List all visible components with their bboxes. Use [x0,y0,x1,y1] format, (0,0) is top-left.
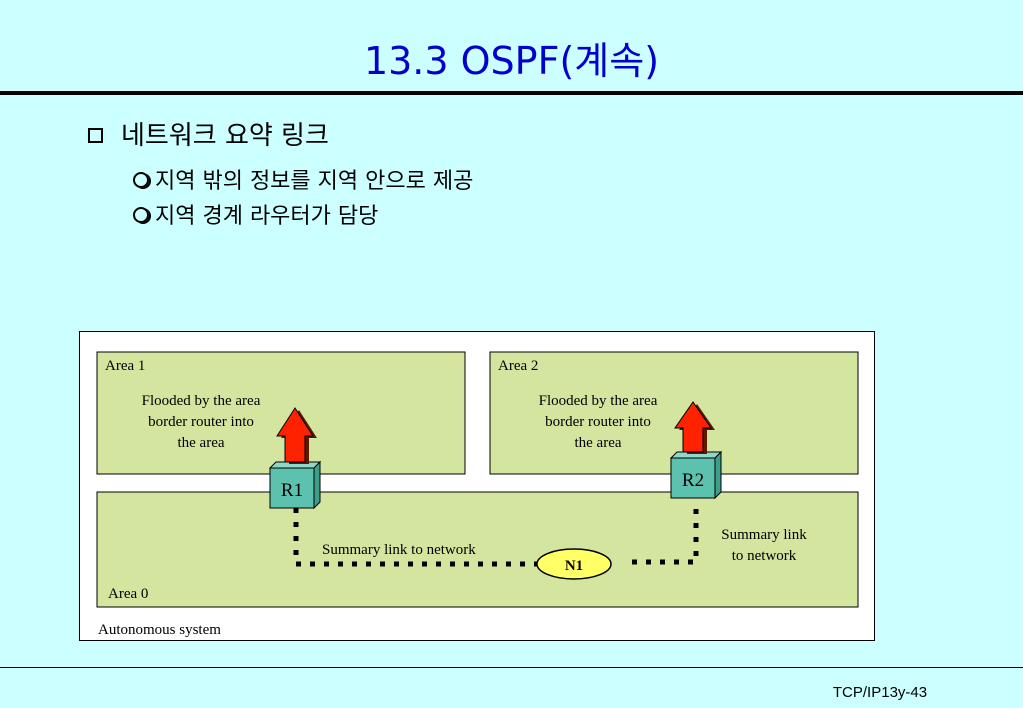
title-divider [0,91,1023,95]
area-1-box [96,351,466,475]
router-r1-label: R1 [281,480,303,501]
network-n1-label: N1 [565,558,583,574]
ospf-diagram: Area 1 Flooded by the area border router… [79,331,875,641]
main-bullet-text: 네트워크 요약 링크 [121,121,329,151]
main-bullet: 네트워크 요약 링크 [88,115,329,152]
area-0-label: Area 0 [108,586,148,602]
area-2-flood-line-2: border router into [545,414,651,430]
network-n1-ellipse [536,548,612,580]
sub-bullet-text: 지역 경계 라우터가 담당 [155,204,379,229]
footer-divider [0,667,1023,668]
area-2-flood-line-1: Flooded by the area [539,393,658,409]
circle-bullet-icon [133,172,149,188]
router-r1: R1 [268,460,322,510]
summary-link-left-text: Summary link to network [322,542,476,558]
slide-footer: TCP/IP13y-43 [832,684,928,701]
summary-link-r1-dots [293,508,538,567]
summary-link-right-line-2: to network [732,548,797,564]
area-2-label: Area 2 [498,358,538,374]
area-0-box [96,491,859,608]
router-r2-label: R2 [682,470,704,491]
summary-link-right-line-1: Summary link [721,527,807,543]
area-2-flood-line-3: the area [574,435,621,451]
summary-link-r2-dots [632,508,699,565]
autonomous-system-label: Autonomous system [98,622,221,638]
area-1-flood-line-3: the area [177,435,224,451]
area-1-label: Area 1 [105,358,145,374]
slide-title: 13.3 OSPF(계속) [363,39,660,83]
flood-arrow-r1-icon [276,407,317,464]
area-1-flood-line-2: border router into [148,414,254,430]
area-1-flood-line-1: Flooded by the area [142,393,261,409]
ospf-diagram-svg: Area 1 Flooded by the area border router… [96,351,859,638]
circle-bullet-icon [133,207,149,223]
area-2-box [489,351,859,475]
router-r2: R2 [669,450,723,500]
sub-bullet-1: 지역 밖의 정보를 지역 안으로 제공 [133,163,473,195]
flood-arrow-r2-icon [674,401,715,454]
square-bullet-icon [88,128,103,143]
sub-bullet-text: 지역 밖의 정보를 지역 안으로 제공 [155,169,474,194]
sub-bullet-2: 지역 경계 라우터가 담당 [133,198,378,230]
